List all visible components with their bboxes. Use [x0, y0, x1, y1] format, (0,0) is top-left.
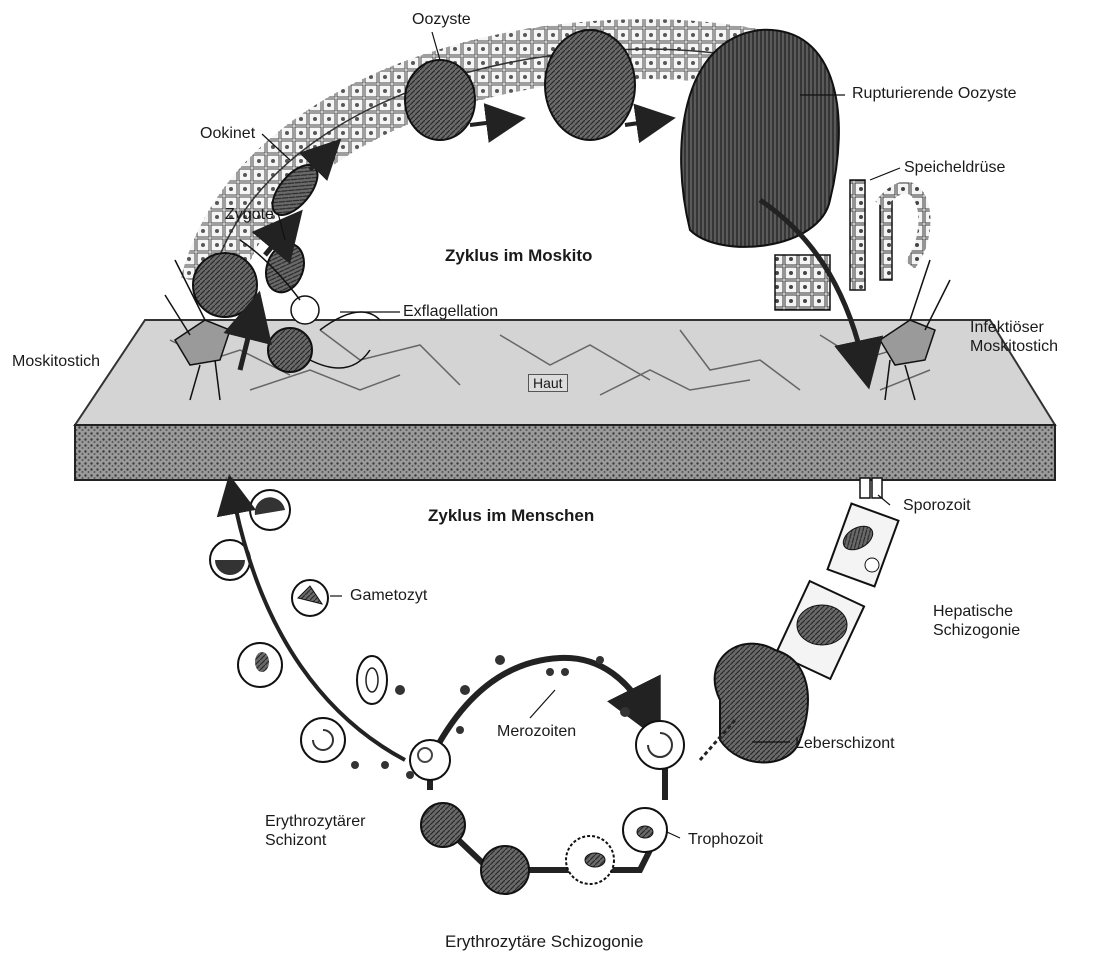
trophozoit-cell [623, 808, 667, 852]
leberschizont-shape [715, 644, 808, 763]
rbc-left-group [238, 643, 387, 762]
label-zygote: Zygote [225, 205, 274, 224]
label-ookinet: Ookinet [200, 124, 255, 143]
label-infektioeser-moskitostich: Infektiöser Moskitostich [970, 318, 1058, 356]
hepatocyte-1 [828, 504, 899, 587]
label-trophozoit: Trophozoit [688, 830, 763, 849]
label-erythrozytaerer-schizont: Erythrozytärer Schizont [265, 812, 365, 850]
label-oozyste: Oozyste [412, 10, 471, 29]
label-hepatische-schizogonie: Hepatische Schizogonie [933, 602, 1020, 640]
oozyste-cell-large [545, 30, 635, 140]
erythrozyt-ring-right [636, 721, 684, 769]
merozoite-dots [351, 655, 630, 779]
label-exflagellation: Exflagellation [403, 302, 498, 321]
trophozoit-late-cell [566, 836, 614, 884]
erythrozytaerer-schizont-cell [421, 803, 465, 847]
label-gametozyt: Gametozyt [350, 586, 427, 605]
oozyste-cell [405, 60, 475, 140]
schizont-cell-bottom [481, 846, 529, 894]
label-speicheldruese: Speicheldrüse [904, 158, 1005, 177]
human-cycle-arrows [232, 490, 735, 760]
title-zyklus-im-moskito: Zyklus im Moskito [445, 246, 592, 265]
rupturierende-oozyste-cell [681, 30, 839, 247]
erythrozyt-ring-infected [410, 740, 450, 780]
label-leberschizont: Leberschizont [795, 734, 895, 753]
label-moskitostich: Moskitostich [12, 352, 100, 371]
gametozyt-cell [292, 580, 328, 616]
title-erythrozytaere-schizogonie: Erythrozytäre Schizogonie [445, 932, 643, 951]
label-merozoiten: Merozoiten [497, 722, 576, 741]
label-sporozoit: Sporozoit [903, 496, 971, 515]
label-haut: Haut [528, 374, 568, 392]
title-zyklus-im-menschen: Zyklus im Menschen [428, 506, 594, 525]
label-rupturierende-oozyste: Rupturierende Oozyste [852, 84, 1017, 103]
